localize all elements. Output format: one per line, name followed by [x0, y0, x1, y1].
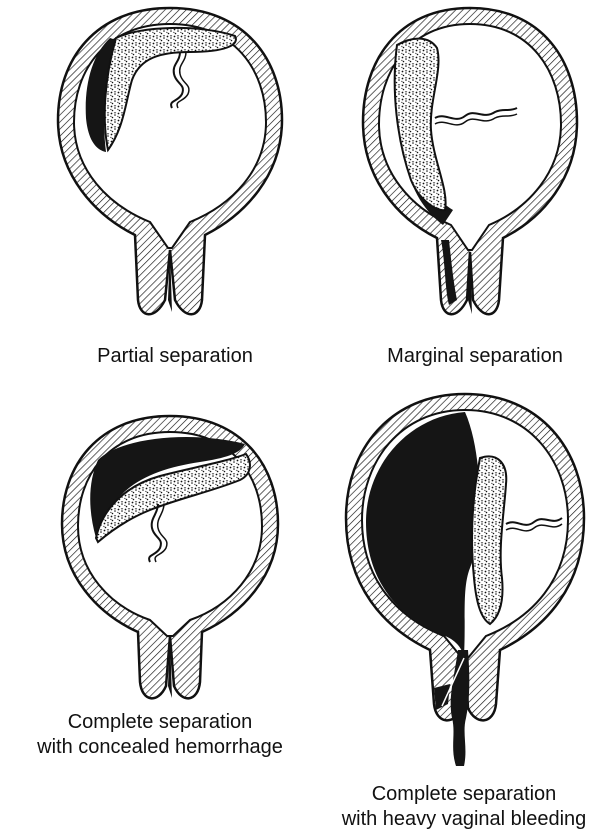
panel-partial-separation [40, 0, 300, 330]
caption-line: with heavy vaginal bleeding [318, 807, 610, 832]
caption-marginal-separation: Marginal separation [370, 344, 580, 369]
placenta-stipple [472, 456, 506, 624]
caption-line: Complete separation [10, 710, 310, 735]
uterus-diagram-icon [40, 410, 300, 710]
caption-line: Partial separation [85, 344, 265, 369]
caption-line: Complete separation [318, 782, 610, 807]
caption-complete-concealed: Complete separation with concealed hemor… [10, 710, 310, 760]
caption-complete-vaginal-bleeding: Complete separation with heavy vaginal b… [318, 782, 610, 832]
caption-partial-separation: Partial separation [85, 344, 265, 369]
panel-marginal-separation [345, 0, 595, 330]
uterus-diagram-icon [40, 0, 300, 330]
caption-line: Marginal separation [370, 344, 580, 369]
panel-complete-vaginal-bleeding [330, 388, 600, 778]
uterus-diagram-icon [330, 388, 600, 778]
panel-complete-concealed [40, 410, 300, 710]
uterus-diagram-icon [345, 0, 595, 330]
caption-line: with concealed hemorrhage [10, 735, 310, 760]
